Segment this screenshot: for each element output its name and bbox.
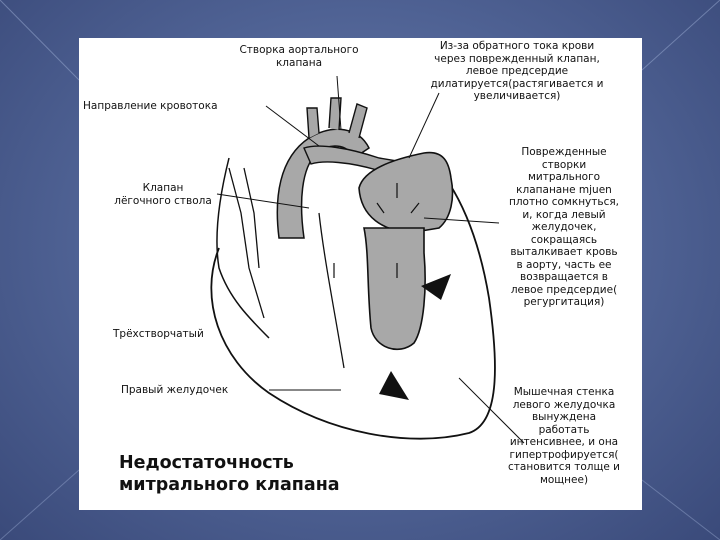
right-heart-outline [216, 157, 270, 339]
flow-arrows [333, 183, 420, 278]
left-atrium [358, 151, 454, 234]
diagram-title: Недостаточность митрального клапана [119, 453, 340, 495]
black-arrow-right [421, 274, 451, 300]
label-pulmonary-valve: Клапан лёгочного ствола [114, 182, 212, 207]
heart-diagram: Створка аортального клапана Из-за обратн… [79, 38, 642, 510]
septum [318, 212, 345, 369]
aortic-arch [276, 128, 370, 239]
label-right-ventricle: Правый желудочек [121, 384, 229, 396]
label-mitral-leaflets: Поврежденные створки митрального клапана… [508, 146, 619, 308]
right-vessels [228, 167, 265, 319]
heart-drawing [210, 75, 525, 444]
pointer-lines [216, 75, 525, 444]
black-arrow-bottom [379, 371, 409, 400]
label-aortic-valve: Створка аортального клапана [239, 44, 359, 69]
left-ventricle [363, 227, 426, 351]
label-blood-flow: Направление кровотока [83, 100, 218, 112]
label-muscle-wall: Мышечная стенка левого желудочка вынужде… [508, 386, 620, 486]
label-left-atrium-note: Из-за обратного тока крови через поврежд… [430, 40, 604, 102]
heart-outline [210, 157, 496, 440]
label-tricuspid: Трёхстворчатый [113, 328, 204, 340]
